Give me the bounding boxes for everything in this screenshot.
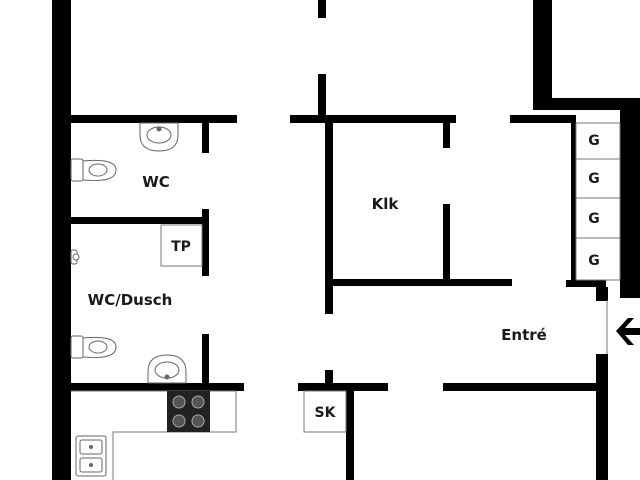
wall-wcdusch-right-b bbox=[202, 334, 209, 388]
wall-sk-top bbox=[325, 370, 333, 390]
wall-h-385-c bbox=[443, 383, 596, 391]
outer-wall-recess-top bbox=[533, 98, 640, 110]
wall-g-column-left bbox=[571, 118, 576, 286]
wall-h-385-a bbox=[71, 383, 244, 391]
wardrobe-label: G bbox=[588, 171, 600, 187]
room-label-entre: Entré bbox=[501, 326, 547, 344]
wall-klk-right-b bbox=[443, 204, 450, 284]
room-label-wc-dusch: WC/Dusch bbox=[88, 291, 173, 309]
wall-top-center-b bbox=[318, 74, 326, 116]
shower-tap-icon bbox=[70, 249, 80, 265]
walls bbox=[52, 0, 640, 480]
wcdusch-sink-icon bbox=[147, 354, 187, 384]
wall-top-center-a bbox=[318, 0, 326, 18]
entrance-jamb bbox=[596, 287, 608, 301]
fixture-label-tp: TP bbox=[171, 239, 191, 255]
stove-icon bbox=[167, 391, 210, 432]
wall-wc-divider bbox=[71, 217, 209, 224]
wall-klk-bottom-right bbox=[566, 280, 606, 287]
sk-box bbox=[303, 390, 347, 433]
room-label-wc: WC bbox=[142, 173, 170, 191]
wall-h-118-a bbox=[71, 115, 237, 123]
outer-wall-right bbox=[620, 98, 640, 298]
outer-wall-left bbox=[52, 0, 71, 480]
wall-lower-center bbox=[346, 388, 354, 480]
wardrobe-label: G bbox=[588, 253, 600, 269]
room-label-klk: Klk bbox=[372, 195, 400, 213]
wall-h-118-b bbox=[290, 115, 456, 123]
arrow-left-icon bbox=[616, 318, 640, 345]
fixture-label-sk: SK bbox=[315, 405, 337, 421]
wardrobe-box bbox=[575, 237, 621, 281]
wardrobe-column bbox=[575, 122, 621, 281]
wall-h-385-b bbox=[298, 383, 388, 391]
wall-klk-bottom bbox=[325, 279, 512, 286]
outer-wall-right-lower bbox=[596, 354, 608, 480]
wall-klk-left-a bbox=[325, 118, 333, 314]
wall-klk-right-a bbox=[443, 118, 450, 148]
outer-wall-upper-right bbox=[533, 0, 552, 110]
wall-wc-right bbox=[202, 115, 209, 153]
wc-sink-icon bbox=[139, 122, 179, 152]
wcdusch-toilet-icon bbox=[70, 335, 117, 359]
wardrobe-label: G bbox=[588, 133, 600, 149]
wall-h-118-c bbox=[510, 115, 576, 123]
tp-box bbox=[160, 224, 203, 267]
wardrobe-label: G bbox=[588, 211, 600, 227]
wall-wcdusch-right-a bbox=[202, 209, 209, 276]
wc-toilet-icon bbox=[70, 158, 117, 182]
kitchen-sink-icon bbox=[75, 435, 107, 477]
